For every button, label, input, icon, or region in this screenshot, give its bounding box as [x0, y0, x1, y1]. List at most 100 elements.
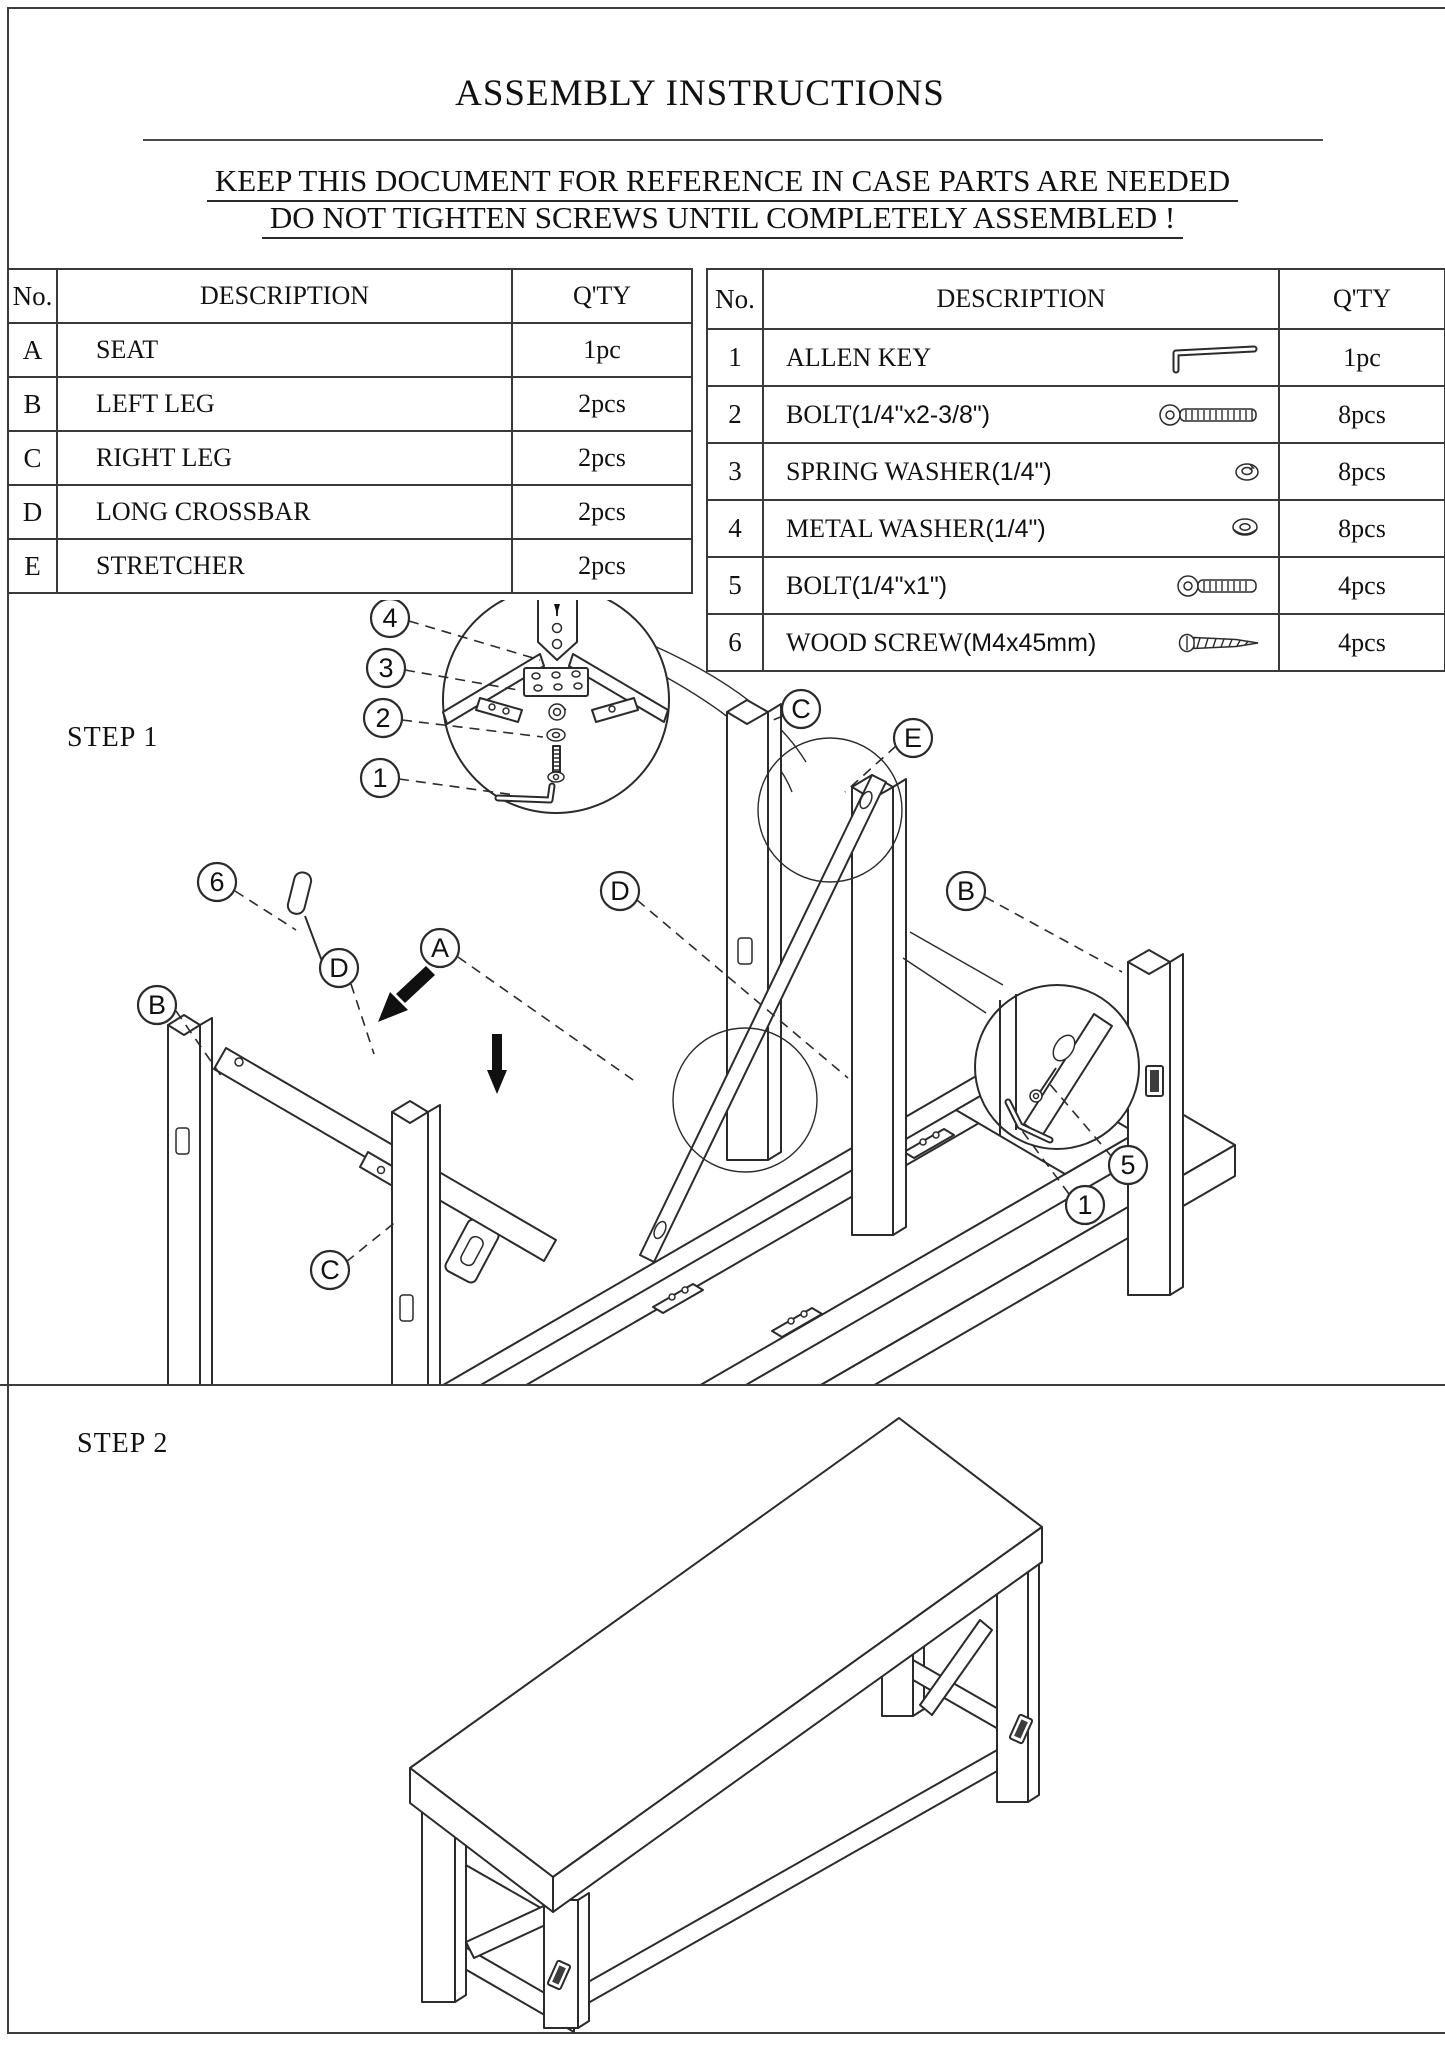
hardware-description: SPRING WASHER(1/4") [762, 442, 1280, 501]
callout-b-right: B [945, 870, 987, 912]
table-row: 5 BOLT(1/4"x1") 4pcs [706, 556, 1445, 615]
hardware-description: BOLT(1/4"x1") [762, 556, 1280, 615]
hardware-no: 2 [706, 385, 764, 444]
hardware-header-description: DESCRIPTION [762, 268, 1280, 330]
table-row: A SEAT 1pc [7, 322, 693, 378]
callout-5: 5 [1107, 1144, 1149, 1186]
hardware-qty: 8pcs [1278, 499, 1445, 558]
parts-header-qty: Q'TY [511, 268, 693, 324]
callout-c-top: C [780, 688, 822, 730]
callout-e: E [892, 717, 934, 759]
step2-assembled-diagram [409, 1417, 1043, 2033]
warning-line-1: KEEP THIS DOCUMENT FOR REFERENCE IN CASE… [0, 163, 1445, 202]
hardware-description: BOLT(1/4"x2-3/8") [762, 385, 1280, 444]
svg-text:1: 1 [1077, 1190, 1092, 1220]
page-border-bottom [7, 2032, 1445, 2034]
svg-text:3: 3 [378, 653, 393, 683]
callout-3: 3 [365, 647, 407, 689]
part-no: B [7, 376, 58, 432]
detail-circle-hardware [442, 600, 670, 814]
part-description: LEFT LEG [56, 376, 513, 432]
left-leg-assembly [167, 1014, 557, 1384]
svg-text:5: 5 [1120, 1150, 1135, 1180]
part-description: STRETCHER [56, 538, 513, 594]
callout-2: 2 [362, 697, 404, 739]
svg-text:C: C [791, 694, 811, 724]
page-border-top [7, 7, 1445, 9]
direction-arrow-diagonal [378, 966, 435, 1022]
hardware-description: WOOD SCREW(M4x45mm) [762, 613, 1280, 672]
warning-line-2: DO NOT TIGHTEN SCREWS UNTIL COMPLETELY A… [0, 200, 1445, 239]
parts-table-header: No. DESCRIPTION Q'TY [7, 268, 693, 324]
callout-1-right: 1 [1064, 1184, 1106, 1226]
part-qty: 2pcs [511, 538, 693, 594]
page-title: ASSEMBLY INSTRUCTIONS [455, 73, 945, 114]
bench-seat [409, 1417, 1043, 1913]
parts-header-description: DESCRIPTION [56, 268, 513, 324]
svg-text:2: 2 [375, 703, 390, 733]
hardware-description: ALLEN KEY [762, 328, 1280, 387]
table-row: 6 WOOD SCREW(M4x45mm) 4pcs [706, 613, 1445, 672]
part-description: RIGHT LEG [56, 430, 513, 486]
parts-table: No. DESCRIPTION Q'TY A SEAT 1pc B LEFT L… [7, 268, 693, 594]
callout-4: 4 [369, 600, 411, 639]
table-row: B LEFT LEG 2pcs [7, 376, 693, 432]
hardware-qty: 4pcs [1278, 556, 1445, 615]
svg-text:6: 6 [209, 867, 224, 897]
part-description: LONG CROSSBAR [56, 484, 513, 540]
hardware-qty: 4pcs [1278, 613, 1445, 672]
part-no: D [7, 484, 58, 540]
hardware-no: 1 [706, 328, 764, 387]
part-qty: 1pc [511, 322, 693, 378]
callout-b-left: B [136, 984, 178, 1026]
step1-label: STEP 1 [67, 722, 159, 753]
callout-d-left: D [318, 947, 360, 989]
svg-text:A: A [431, 933, 449, 963]
step1-exploded-diagram: 4 3 2 1 C E B 6 B D A D C 5 1 [136, 600, 1236, 1384]
joint-highlight-circle-mid [672, 1027, 818, 1173]
svg-text:B: B [148, 990, 166, 1020]
svg-text:D: D [610, 876, 630, 906]
table-row: E STRETCHER 2pcs [7, 538, 693, 594]
screwdriver-icon [286, 871, 326, 970]
table-row: 4 METAL WASHER(1/4") 8pcs [706, 499, 1445, 558]
svg-text:D: D [329, 953, 349, 983]
part-description: SEAT [56, 322, 513, 378]
title-underline [143, 139, 1323, 141]
svg-text:C: C [320, 1255, 340, 1285]
hardware-table: No. DESCRIPTION Q'TY 1 ALLEN KEY 1pc 2 B… [706, 268, 1445, 672]
hardware-description: METAL WASHER(1/4") [762, 499, 1280, 558]
part-no: E [7, 538, 58, 594]
part-no: A [7, 322, 58, 378]
svg-text:B: B [957, 876, 975, 906]
parts-header-no: No. [7, 268, 58, 324]
part-qty: 2pcs [511, 484, 693, 540]
callout-6: 6 [196, 861, 238, 903]
hardware-qty: 8pcs [1278, 442, 1445, 501]
callout-a: A [419, 927, 461, 969]
hardware-qty: 8pcs [1278, 385, 1445, 444]
spring-washer-icon [1232, 459, 1262, 485]
callout-1: 1 [359, 757, 401, 799]
part-qty: 2pcs [511, 430, 693, 486]
table-row: 3 SPRING WASHER(1/4") 8pcs [706, 442, 1445, 501]
part-qty: 2pcs [511, 376, 693, 432]
joint-highlight-circle-top [757, 737, 903, 883]
svg-text:4: 4 [382, 603, 397, 633]
right-detached-leg [1127, 949, 1184, 1296]
hardware-no: 6 [706, 613, 764, 672]
hardware-header-qty: Q'TY [1278, 268, 1445, 330]
bolt-long-icon [1158, 401, 1262, 429]
svg-text:1: 1 [372, 763, 387, 793]
detail-circle-bolt [902, 931, 1140, 1150]
wood-screw-icon [1178, 630, 1262, 656]
page-border-left [7, 7, 9, 2034]
table-row: 2 BOLT(1/4"x2-3/8") 8pcs [706, 385, 1445, 444]
callout-c-bottom: C [309, 1249, 351, 1291]
callout-leader-lines [175, 620, 1123, 1263]
table-row: D LONG CROSSBAR 2pcs [7, 484, 693, 540]
bolt-short-icon [1176, 572, 1262, 600]
metal-washer-icon [1228, 516, 1262, 542]
hardware-header-no: No. [706, 268, 764, 330]
